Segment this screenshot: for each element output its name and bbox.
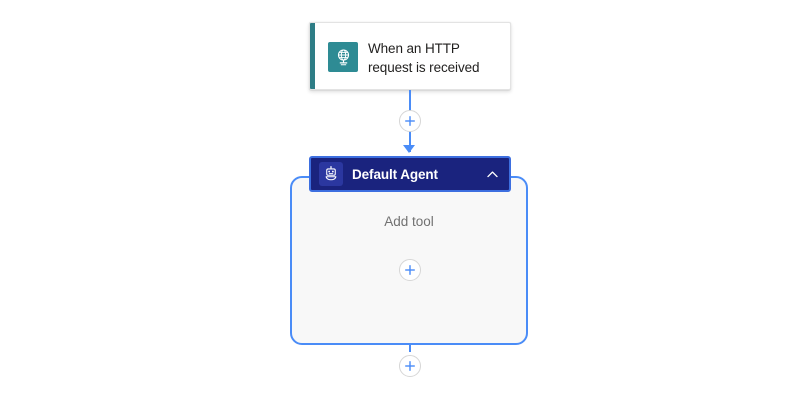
agent-node-default-agent[interactable]: Default Agent [309, 156, 511, 192]
add-step-button-after-trigger[interactable] [399, 110, 421, 132]
trigger-accent-bar [310, 23, 315, 89]
robot-icon [319, 162, 343, 186]
add-step-button-after-agent[interactable] [399, 355, 421, 377]
connector-line-below-agent [409, 344, 411, 352]
globe-network-icon [328, 42, 358, 72]
add-tool-label: Add tool [384, 214, 434, 229]
connector-arrowhead [403, 145, 415, 153]
agent-node-title: Default Agent [352, 166, 438, 182]
chevron-up-icon[interactable] [485, 167, 500, 182]
add-tool-button[interactable] [399, 259, 421, 281]
